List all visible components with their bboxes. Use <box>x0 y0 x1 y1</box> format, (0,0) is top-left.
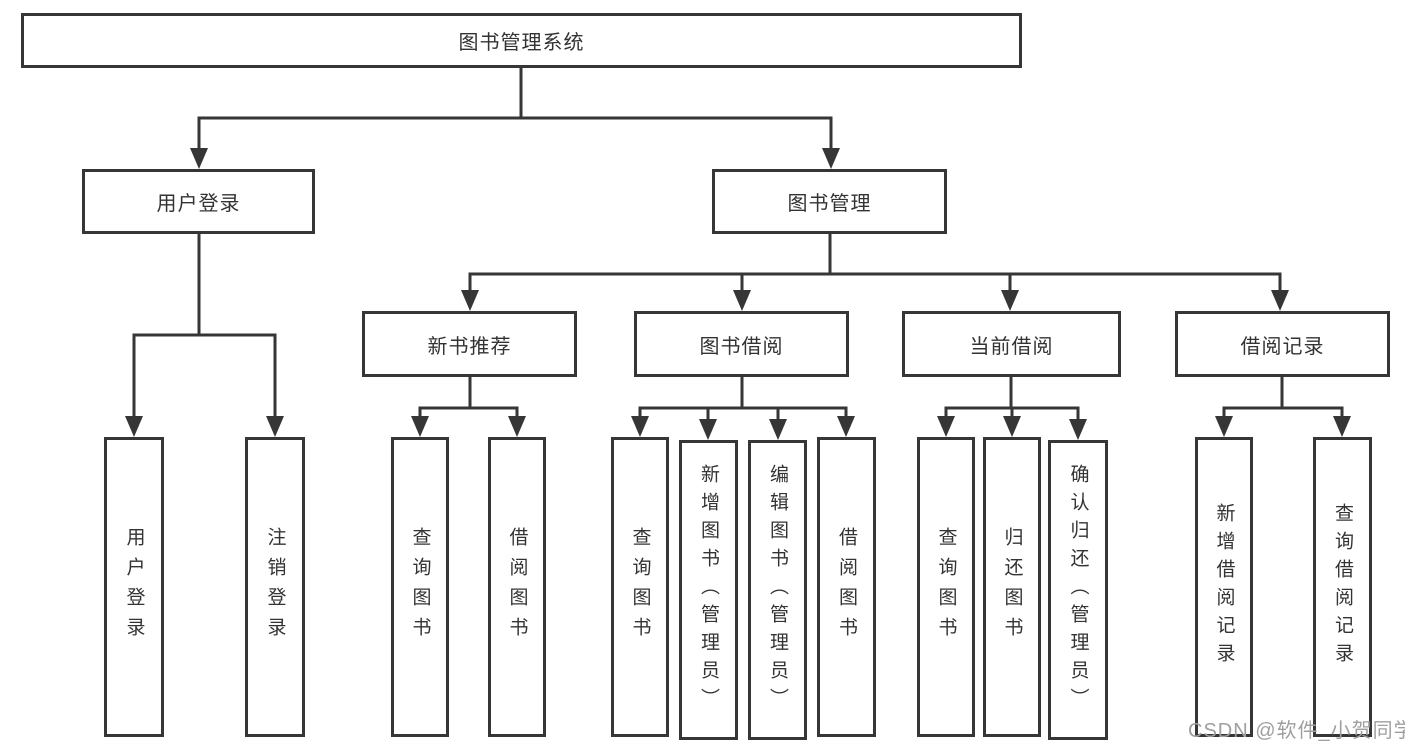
node-borrow-record: 借阅记录 <box>1175 311 1390 377</box>
leaf-query-book: 查询图书 <box>391 437 449 737</box>
arrow-down-icon <box>266 416 284 437</box>
leaf-label: 新增图书（管理员） <box>698 464 719 716</box>
arrow-down-icon <box>508 416 526 437</box>
leaf-label: 借阅图书 <box>506 527 528 647</box>
arrow-down-icon <box>190 148 208 169</box>
arrow-down-icon <box>1001 290 1019 311</box>
leaf-label: 查询图书 <box>935 527 957 647</box>
leaf-label: 编辑图书（管理员） <box>767 464 788 716</box>
arrow-down-icon <box>461 290 479 311</box>
leaf-logout: 注销登录 <box>245 437 305 737</box>
leaf-label: 确认归还（管理员） <box>1067 464 1089 716</box>
leaf-confirm-return-admin: 确认归还（管理员） <box>1048 440 1108 740</box>
node-new-book-recommend: 新书推荐 <box>362 311 577 377</box>
leaf-label: 借阅图书 <box>836 527 857 647</box>
leaf-query-book: 查询图书 <box>917 437 975 737</box>
leaf-add-borrow-record: 新增借阅记录 <box>1195 437 1253 737</box>
arrow-down-icon <box>769 419 787 440</box>
leaf-edit-book-admin: 编辑图书（管理员） <box>748 440 807 740</box>
leaf-borrow-book: 借阅图书 <box>488 437 546 737</box>
arrow-down-icon <box>822 148 840 169</box>
arrow-down-icon <box>125 416 143 437</box>
arrow-down-icon <box>1069 419 1087 440</box>
leaf-label: 新增借阅记录 <box>1213 503 1235 671</box>
leaf-add-book-admin: 新增图书（管理员） <box>679 440 738 740</box>
leaf-label: 用户登录 <box>123 527 145 647</box>
leaf-label: 注销登录 <box>264 527 286 647</box>
leaf-borrow-book: 借阅图书 <box>817 437 876 737</box>
node-book-borrow: 图书借阅 <box>634 311 849 377</box>
arrow-down-icon <box>1215 416 1233 437</box>
arrow-down-icon <box>411 416 429 437</box>
arrow-down-icon <box>733 290 751 311</box>
leaf-label: 查询借阅记录 <box>1332 503 1353 671</box>
leaf-label: 查询图书 <box>409 527 431 647</box>
csdn-watermark: CSDN @软件_小贺同学 <box>1188 720 1405 742</box>
leaf-return-book: 归还图书 <box>983 437 1041 737</box>
leaf-label: 归还图书 <box>1001 527 1023 647</box>
arrow-down-icon <box>699 419 717 440</box>
node-root-system: 图书管理系统 <box>21 13 1022 68</box>
node-book-management: 图书管理 <box>712 169 947 234</box>
arrow-icons <box>125 148 1351 440</box>
leaf-query-book: 查询图书 <box>611 437 669 737</box>
leaf-label: 查询图书 <box>629 527 651 647</box>
arrow-down-icon <box>1333 416 1351 437</box>
leaf-query-borrow-record: 查询借阅记录 <box>1313 437 1372 737</box>
arrow-down-icon <box>631 416 649 437</box>
arrow-down-icon <box>1003 416 1021 437</box>
node-user-login: 用户登录 <box>82 169 315 234</box>
arrow-down-icon <box>937 416 955 437</box>
node-current-borrow: 当前借阅 <box>902 311 1121 377</box>
leaf-user-login: 用户登录 <box>104 437 164 737</box>
arrow-down-icon <box>837 416 855 437</box>
arrow-down-icon <box>1271 290 1289 311</box>
